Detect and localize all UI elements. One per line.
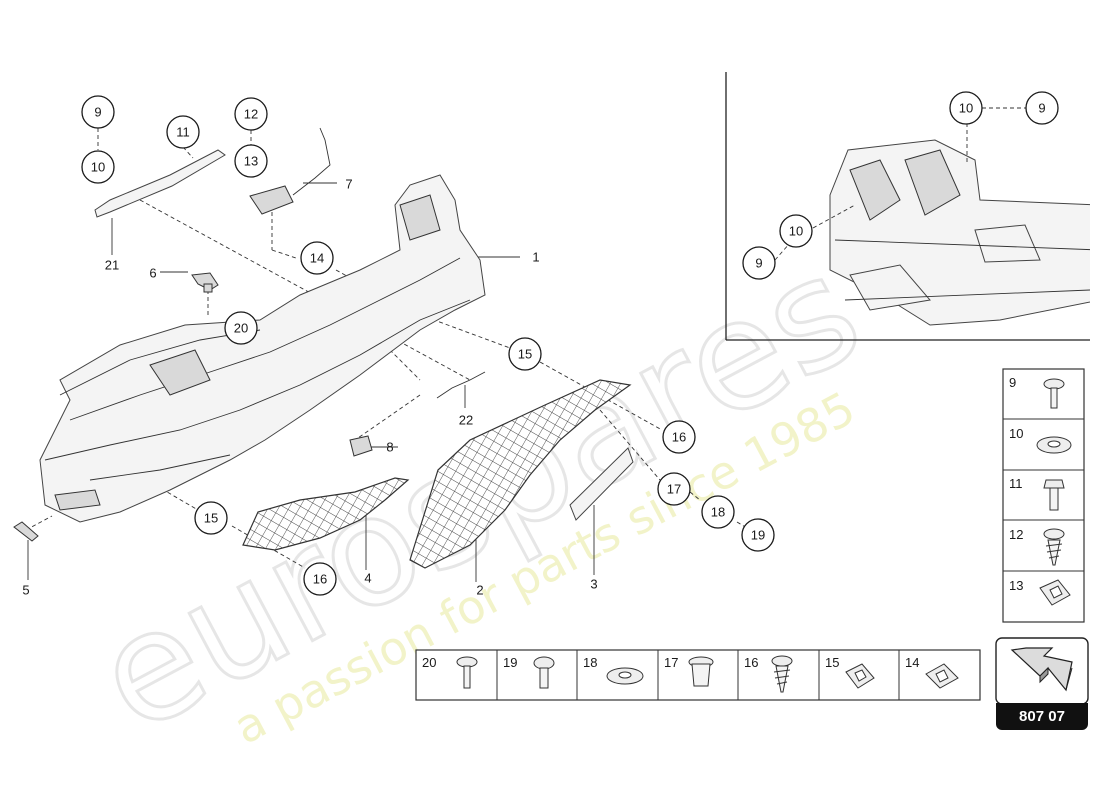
inset-callout-9-left: 9 bbox=[755, 256, 762, 271]
legend-bottom-label-19: 19 bbox=[503, 655, 517, 670]
callout-13: 13 bbox=[244, 154, 258, 169]
torx-screw-icon bbox=[533, 656, 555, 689]
speed-nut-icon bbox=[925, 663, 959, 689]
label-6: 6 bbox=[149, 266, 156, 281]
part-22-wire bbox=[436, 371, 486, 399]
orientation-box bbox=[995, 637, 1089, 705]
inset-callouts: 10 9 10 9 bbox=[742, 91, 1059, 280]
label-5: 5 bbox=[22, 583, 29, 598]
legend-bottom-label-16: 16 bbox=[744, 655, 758, 670]
part-3-plate bbox=[569, 447, 634, 521]
label-22: 22 bbox=[459, 413, 473, 428]
hex-bolt-icon bbox=[1043, 479, 1065, 511]
label-8: 8 bbox=[386, 440, 393, 455]
label-21: 21 bbox=[105, 258, 119, 273]
callout-10: 10 bbox=[91, 160, 105, 175]
legend-bottom-label-18: 18 bbox=[583, 655, 597, 670]
callout-18: 18 bbox=[711, 505, 725, 520]
speed-nut-icon bbox=[845, 663, 875, 689]
washer-icon bbox=[606, 667, 644, 685]
orientation-arrow-icon bbox=[1010, 647, 1073, 692]
part-2-grille bbox=[409, 379, 632, 569]
part-21-rail bbox=[94, 149, 226, 218]
label-2: 2 bbox=[476, 583, 483, 598]
callout-19: 19 bbox=[751, 528, 765, 543]
callouts: 9 10 11 12 13 14 20 15 16 17 18 19 15 16… bbox=[22, 95, 775, 598]
self-tapping-screw-icon bbox=[771, 655, 793, 693]
part-20-screw bbox=[203, 283, 213, 293]
callout-11: 11 bbox=[176, 125, 190, 140]
inset-callout-10-top: 10 bbox=[959, 101, 973, 116]
part-7-actuator bbox=[249, 127, 331, 215]
inset-bumper-detail bbox=[829, 139, 1090, 326]
washer-icon bbox=[1036, 436, 1072, 454]
part-5-clip bbox=[13, 521, 39, 542]
label-3: 3 bbox=[590, 577, 597, 592]
label-1: 1 bbox=[532, 250, 539, 265]
callout-17: 17 bbox=[667, 482, 681, 497]
callout-15-right: 15 bbox=[518, 347, 532, 362]
part-8-sensor bbox=[349, 435, 373, 457]
diagram-number: 807 07 bbox=[996, 703, 1088, 730]
legend-bottom-label-20: 20 bbox=[422, 655, 436, 670]
callout-20: 20 bbox=[234, 321, 248, 336]
callout-9: 9 bbox=[94, 105, 101, 120]
callout-15-left: 15 bbox=[204, 511, 218, 526]
callout-16-left: 16 bbox=[313, 572, 327, 587]
part-4-grille bbox=[242, 477, 410, 551]
legend-right: 9 10 11 12 13 bbox=[1002, 368, 1085, 623]
label-7: 7 bbox=[345, 177, 352, 192]
inset-leaders bbox=[774, 107, 1026, 261]
inset-callout-9-top: 9 bbox=[1038, 101, 1045, 116]
legend-bottom-label-17: 17 bbox=[664, 655, 678, 670]
legend-right-label-10: 10 bbox=[1009, 426, 1023, 441]
label-4: 4 bbox=[364, 571, 371, 586]
callout-14: 14 bbox=[310, 251, 324, 266]
legend-right-label-9: 9 bbox=[1009, 375, 1016, 390]
legend-right-label-11: 11 bbox=[1009, 476, 1023, 491]
bushing-icon bbox=[688, 656, 714, 687]
callout-12: 12 bbox=[244, 107, 258, 122]
inset-frame bbox=[725, 72, 1090, 341]
callout-16-right: 16 bbox=[672, 430, 686, 445]
legend-right-label-12: 12 bbox=[1009, 527, 1023, 542]
speed-nut-icon bbox=[1039, 579, 1071, 606]
screw-flanged-icon bbox=[456, 656, 478, 689]
legend-right-label-13: 13 bbox=[1009, 578, 1023, 593]
legend-bottom: 20 19 18 17 16 15 1 bbox=[415, 649, 981, 701]
inset-callout-10-left: 10 bbox=[789, 224, 803, 239]
rear-bumper bbox=[39, 174, 486, 523]
screw-flanged-icon bbox=[1043, 378, 1065, 409]
legend-bottom-label-15: 15 bbox=[825, 655, 839, 670]
legend-bottom-label-14: 14 bbox=[905, 655, 919, 670]
self-tapping-screw-icon bbox=[1043, 528, 1065, 566]
